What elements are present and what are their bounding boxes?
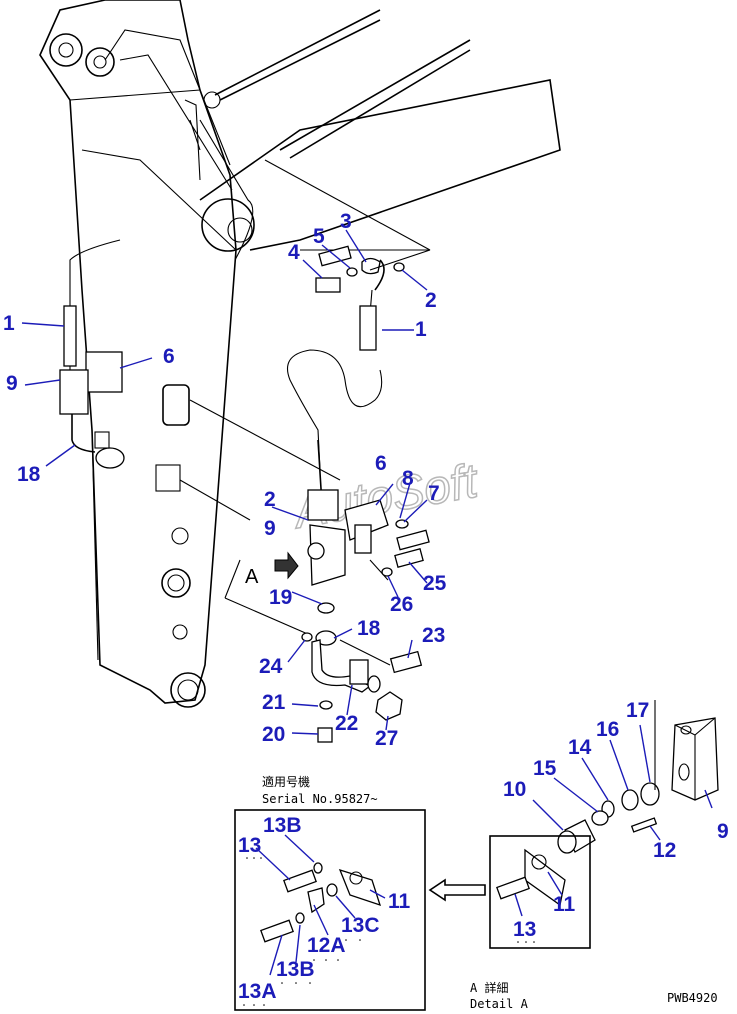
callout-2: 2 — [264, 488, 276, 511]
callout-18: 18 — [357, 617, 381, 640]
callout-11: 11 — [553, 893, 576, 916]
callout-13b: 13B — [276, 958, 315, 981]
callout-27: 27 — [375, 727, 398, 750]
callout-10: 10 — [503, 778, 526, 801]
drawing-code: PWB4920 — [667, 991, 718, 1005]
callout-20: 20 — [262, 723, 285, 746]
serial-title-jp: 適用号機 — [262, 774, 310, 789]
center-valve-assembly — [301, 245, 430, 743]
detail-a-frame — [489, 835, 591, 949]
callout-12: 12 — [653, 839, 676, 862]
guide-lines — [179, 159, 431, 666]
callout-14: 14 — [568, 736, 592, 759]
callout-9: 9 — [6, 372, 18, 395]
callout-3: 3 — [340, 210, 352, 233]
callout-9: 9 — [717, 820, 729, 843]
callout-17: 17 — [626, 699, 649, 722]
callout-21: 21 — [262, 691, 286, 714]
callout-13b: 13B — [263, 814, 302, 837]
callout-5: 5 — [313, 225, 325, 248]
callout-13a: 13A — [238, 980, 277, 1003]
callout-numbers: 1 1 2 2 3 4 5 6 6 7 8 9 9 9 10 11 11 12 … — [3, 210, 729, 1003]
left-valve-assembly — [59, 305, 125, 469]
callout-1: 1 — [415, 318, 427, 341]
callout-6: 6 — [163, 345, 175, 368]
boom-foot — [184, 9, 561, 252]
callout-23: 23 — [422, 624, 445, 647]
upper-fittings — [315, 257, 405, 351]
callout-15: 15 — [533, 757, 557, 780]
hose-lines — [69, 119, 385, 506]
callout-13: 13 — [513, 918, 536, 941]
callout-9: 9 — [264, 517, 276, 540]
serial-box — [234, 809, 426, 1011]
callout-13: 13 — [238, 834, 261, 857]
transfer-arrow — [428, 878, 486, 902]
view-marker-label: A — [245, 566, 259, 588]
callout-2: 2 — [425, 289, 437, 312]
callout-16: 16 — [596, 718, 619, 741]
callout-8: 8 — [402, 467, 414, 490]
label-dots — [243, 857, 535, 1006]
callout-13c: 13C — [341, 914, 380, 937]
callout-18: 18 — [17, 463, 41, 486]
callout-7: 7 — [428, 482, 440, 505]
detail-a-block — [557, 700, 719, 854]
callout-19: 19 — [269, 586, 292, 609]
detail-caption-en: Detail A — [470, 997, 529, 1011]
callout-12a: 12A — [307, 934, 346, 957]
view-arrow-a — [274, 551, 299, 580]
callout-6: 6 — [375, 452, 387, 475]
callout-25: 25 — [423, 572, 447, 595]
callout-1: 1 — [3, 312, 15, 335]
callout-4: 4 — [288, 241, 300, 264]
callout-11: 11 — [388, 890, 411, 913]
leader-lines — [21, 229, 713, 976]
detail-caption-jp: A 詳細 — [470, 980, 508, 995]
callout-24: 24 — [259, 655, 283, 678]
callout-22: 22 — [335, 712, 358, 735]
callout-26: 26 — [390, 593, 413, 616]
serial-number: Serial No.95827~ — [262, 792, 378, 806]
